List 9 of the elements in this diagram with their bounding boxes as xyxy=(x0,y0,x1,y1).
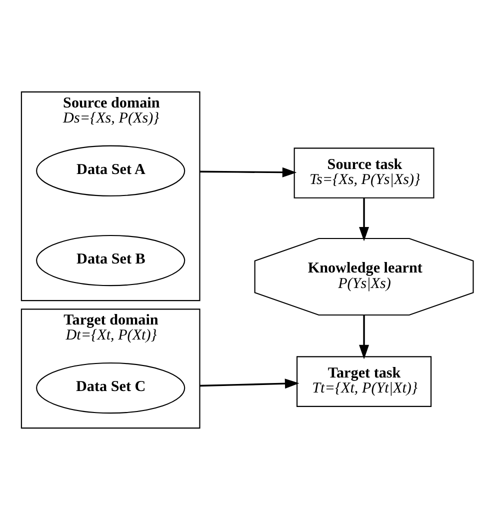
arrow xyxy=(200,166,297,177)
arrow xyxy=(359,314,370,359)
node-box: Source task Ts={Xs, P(Ys|Xs)} xyxy=(294,147,434,198)
node-box: Target task Tt={Xt, P(Yt|Xt)} xyxy=(296,356,432,406)
arrow xyxy=(200,378,300,388)
node-ellipse: Data Set B xyxy=(36,234,186,286)
node-ellipse: Data Set C xyxy=(36,362,186,414)
node-ellipse: Data Set A xyxy=(36,144,186,196)
arrow xyxy=(359,198,370,241)
